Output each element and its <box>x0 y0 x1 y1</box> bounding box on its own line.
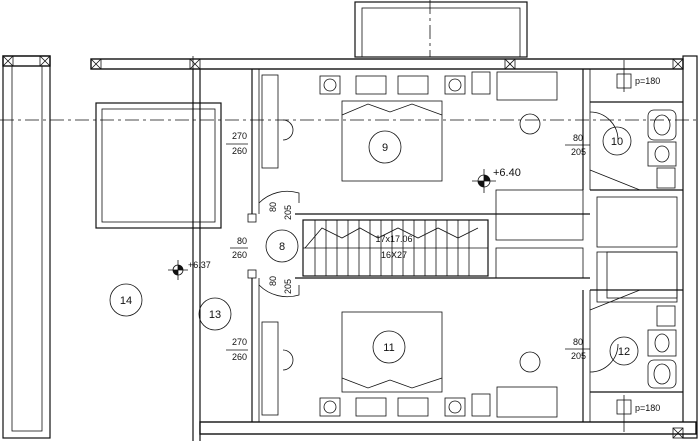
interior-walls <box>251 69 683 422</box>
room-number-13: 13 <box>209 309 221 321</box>
desk-room-9 <box>471 71 558 135</box>
door-swings <box>258 111 641 373</box>
bathroom-12-fixtures <box>647 305 677 389</box>
stair-steps-label: 17x17.06 <box>375 234 412 244</box>
room-number-9: 9 <box>382 142 388 154</box>
level-marker-terrace <box>168 260 188 280</box>
bath-10-door-height: 205 <box>571 147 586 157</box>
axis-lines <box>0 56 700 441</box>
hall-top-door-width: 80 <box>268 202 278 212</box>
window-markers <box>616 60 632 432</box>
bath-12-door-width: 80 <box>573 337 583 347</box>
bath-12-door-height: 205 <box>571 351 586 361</box>
level-label-terrace: +6.37 <box>188 260 211 270</box>
room-number-8: 8 <box>279 241 285 253</box>
wardrobes <box>261 74 678 416</box>
bath-10-door-width: 80 <box>573 133 583 143</box>
hall-bot-door-width: 80 <box>268 276 278 286</box>
skylight <box>95 102 222 229</box>
hall-bot-door-height: 205 <box>283 279 293 294</box>
level-label-main: +6.40 <box>493 167 521 179</box>
room-number-11: 11 <box>383 342 394 354</box>
level-marker-main <box>472 169 496 193</box>
door-11-height: 260 <box>232 352 247 362</box>
top-balcony <box>354 0 528 58</box>
hall-top-door-height: 205 <box>283 205 293 220</box>
window-bottom-label: p=180 <box>635 403 660 413</box>
desk-room-11 <box>471 351 558 418</box>
stair-tread-label: 16X27 <box>381 250 407 260</box>
hall-door-width: 80 <box>237 236 247 246</box>
room-number-14: 14 <box>120 295 132 307</box>
door-11-width: 270 <box>232 337 247 347</box>
bed-room-11 <box>319 311 466 417</box>
hall-door-height: 260 <box>232 250 247 260</box>
window-top-label: p=180 <box>635 76 660 86</box>
door-9-width: 270 <box>232 131 247 141</box>
column-markers <box>2 55 684 439</box>
door-9-height: 260 <box>232 146 247 156</box>
outer-walls <box>2 55 698 441</box>
room-number-12: 12 <box>618 346 630 358</box>
room-number-10: 10 <box>611 136 623 148</box>
staircase <box>302 219 489 277</box>
room-circles <box>109 126 639 366</box>
bathroom-10-fixtures <box>647 109 677 189</box>
bed-room-9 <box>319 75 466 182</box>
